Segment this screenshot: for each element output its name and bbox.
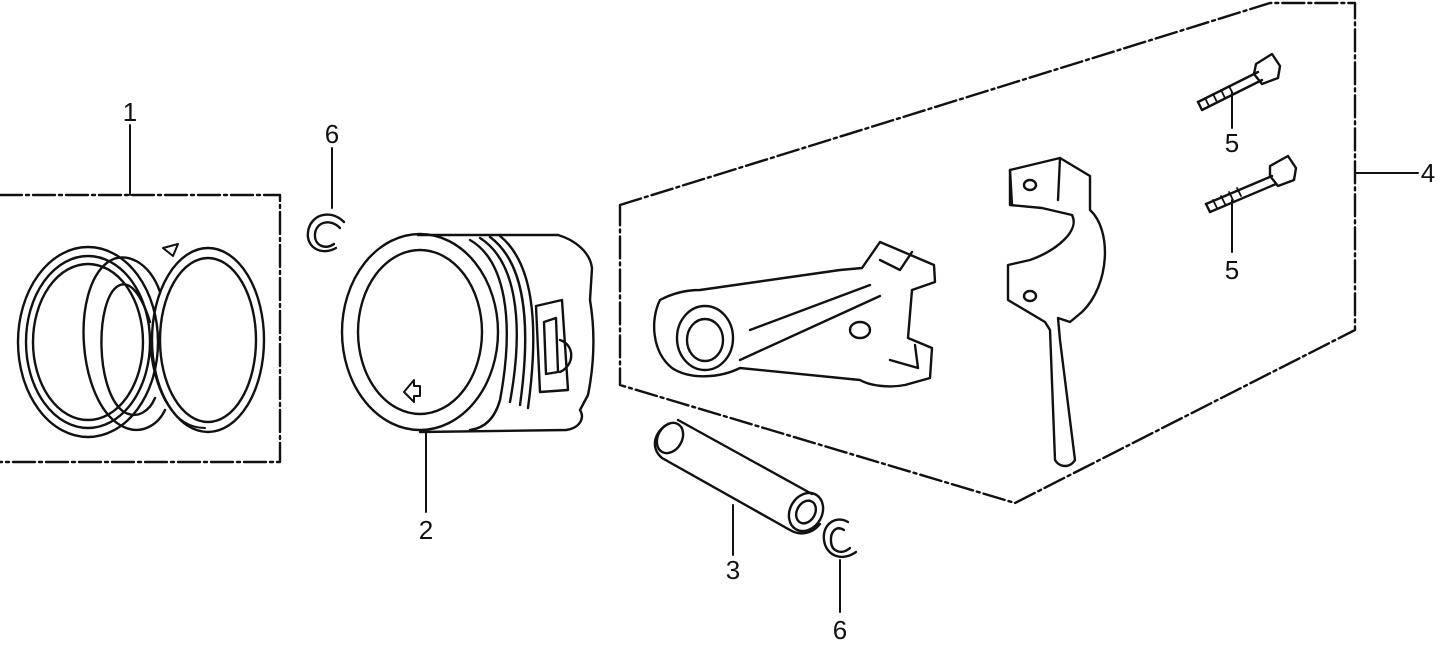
pin-clip-upper — [306, 147, 346, 253]
callout-5-lower: 5 — [1224, 255, 1240, 285]
piston-pin — [653, 418, 825, 556]
rod-bolt-lower — [1204, 154, 1298, 214]
piston-crown — [340, 232, 500, 432]
ring-top — [16, 245, 160, 439]
piston-ring-set — [0, 124, 282, 464]
piston — [340, 232, 595, 513]
callout-1: 1 — [122, 97, 138, 127]
connecting-rod-assembly — [618, 1, 1419, 505]
ring-second — [82, 256, 167, 432]
piston-body — [416, 233, 595, 434]
ring-oil — [150, 246, 266, 434]
callout-2: 2 — [418, 515, 434, 545]
connecting-rod — [653, 240, 937, 388]
callout-6-upper: 6 — [324, 119, 340, 149]
callout-6-lower: 6 — [832, 615, 848, 645]
pin-clip-lower — [822, 518, 858, 613]
front-mark-arrow — [403, 379, 421, 403]
rod-bolt-upper — [1196, 52, 1282, 112]
rod-assembly-frame — [618, 1, 1357, 505]
rod-cap — [1006, 156, 1107, 468]
callout-5-upper: 5 — [1224, 128, 1240, 158]
callout-4: 4 — [1420, 158, 1436, 188]
ring-set-frame — [0, 193, 282, 464]
callout-3: 3 — [725, 555, 741, 585]
